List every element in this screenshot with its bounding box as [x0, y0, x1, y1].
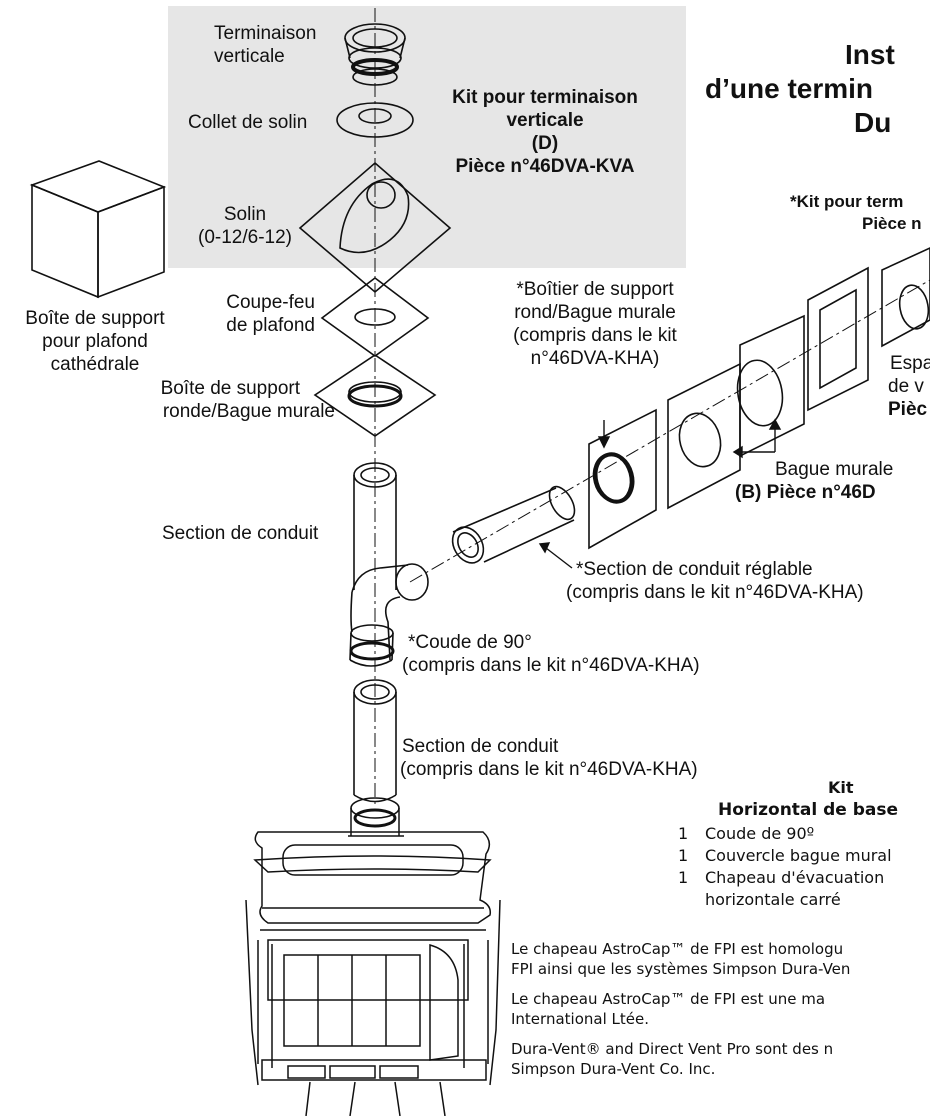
label-pipe-kit-1: Section de conduit	[402, 736, 559, 757]
ceiling-firestop	[320, 276, 430, 357]
note-2-line-1: Le chapeau AstroCap™ de FPI est une ma	[511, 990, 826, 1008]
label-vertical-termination-1: Terminaison	[214, 23, 317, 44]
stove	[245, 797, 501, 1116]
base-kit-qty-2: 1	[678, 846, 689, 865]
round-support-housing	[588, 408, 657, 550]
label-support-housing-4: n°46DVA-KHA)	[530, 348, 660, 369]
wall-ring-plate	[667, 362, 741, 510]
horizontal-cap	[881, 247, 930, 348]
round-support-box	[313, 354, 437, 437]
flashing-collar	[336, 102, 414, 138]
label-round-support-box-1: Boîte de support	[160, 378, 300, 399]
lower-pipe-section	[353, 679, 397, 803]
title-line-1: Inst	[845, 39, 895, 70]
horizontal-kit-header-2: Pièce n	[862, 214, 922, 233]
square-frame	[807, 266, 869, 412]
vertical-termination-cap	[344, 23, 406, 86]
label-firestop-2: de plafond	[226, 315, 315, 336]
upper-pipe-section	[353, 462, 397, 590]
vertical-kit-name-1: Kit pour terminaison	[452, 87, 638, 108]
spacer-plate	[736, 314, 805, 458]
base-kit-title-1: Kit	[828, 778, 854, 797]
label-wall-ring-1: Bague murale	[775, 459, 894, 480]
label-flashing-2: (0-12/6-12)	[198, 227, 292, 248]
title-line-3: Du	[854, 107, 892, 138]
label-flashing-collar: Collet de solin	[188, 112, 308, 133]
label-cathedral-3: cathédrale	[50, 354, 140, 375]
label-vertical-termination-2: verticale	[214, 46, 285, 67]
base-kit-qty-1: 1	[678, 824, 689, 843]
label-pipe-section: Section de conduit	[162, 523, 319, 544]
elbow-90	[349, 563, 429, 667]
base-kit-title-2: Horizontal de base	[718, 800, 899, 820]
base-kit-item-2: Couvercle bague mural	[705, 846, 892, 865]
note-3-line-1: Dura-Vent® and Direct Vent Pro sont des …	[511, 1040, 834, 1058]
note-1-line-1: Le chapeau AstroCap™ de FPI est homologu	[511, 940, 844, 958]
label-round-support-box-2: ronde/Bague murale	[162, 401, 335, 422]
label-cathedral-2: pour plafond	[42, 331, 148, 352]
label-cathedral-1: Boîte de support	[25, 308, 165, 329]
label-spacer-1: Espa	[890, 353, 930, 374]
base-kit-item-3: Chapeau d'évacuation	[705, 868, 885, 887]
base-kit-item-3b: horizontale carré	[705, 890, 841, 909]
label-support-housing-1: *Boîtier de support	[516, 279, 674, 300]
label-support-housing-3: (compris dans le kit	[513, 325, 677, 346]
vertical-kit-name-2: verticale	[506, 110, 584, 131]
label-adjustable-pipe-1: *Section de conduit réglable	[576, 559, 813, 580]
note-2-line-2: International Ltée.	[511, 1010, 649, 1028]
label-flashing-1: Solin	[223, 204, 267, 225]
label-wall-ring-2: (B) Pièce n°46D	[735, 482, 876, 503]
base-kit-item-1: Coude de 90º	[705, 824, 815, 843]
label-support-housing-2: rond/Bague murale	[514, 302, 676, 323]
label-spacer-3: Pièc	[888, 399, 928, 420]
label-spacer-2: de v	[888, 376, 924, 397]
label-elbow-2: (compris dans le kit n°46DVA-KHA)	[402, 655, 700, 676]
label-elbow-1: *Coude de 90°	[408, 632, 532, 653]
label-pipe-kit-2: (compris dans le kit n°46DVA-KHA)	[400, 759, 698, 780]
flashing	[298, 161, 452, 294]
cathedral-support-box-cube	[29, 160, 167, 299]
horizontal-centerline	[409, 279, 930, 583]
pointer-arrows	[538, 418, 782, 569]
note-1-line-2: FPI ainsi que les systèmes Simpson Dura-…	[511, 960, 851, 978]
horizontal-kit-header-1: *Kit pour term	[790, 192, 904, 211]
adjustable-pipe-section	[451, 485, 576, 564]
label-adjustable-pipe-2: (compris dans le kit n°46DVA-KHA)	[566, 582, 864, 603]
vertical-kit-part: Pièce n°46DVA-KVA	[455, 156, 635, 177]
note-3-line-2: Simpson Dura-Vent Co. Inc.	[511, 1060, 716, 1078]
title-line-2: d’une termin	[705, 73, 874, 104]
vertical-kit-panel	[168, 6, 686, 268]
vertical-kit-letter: (D)	[531, 133, 559, 154]
label-firestop-1: Coupe-feu	[226, 292, 315, 313]
base-kit-qty-3: 1	[678, 868, 689, 887]
